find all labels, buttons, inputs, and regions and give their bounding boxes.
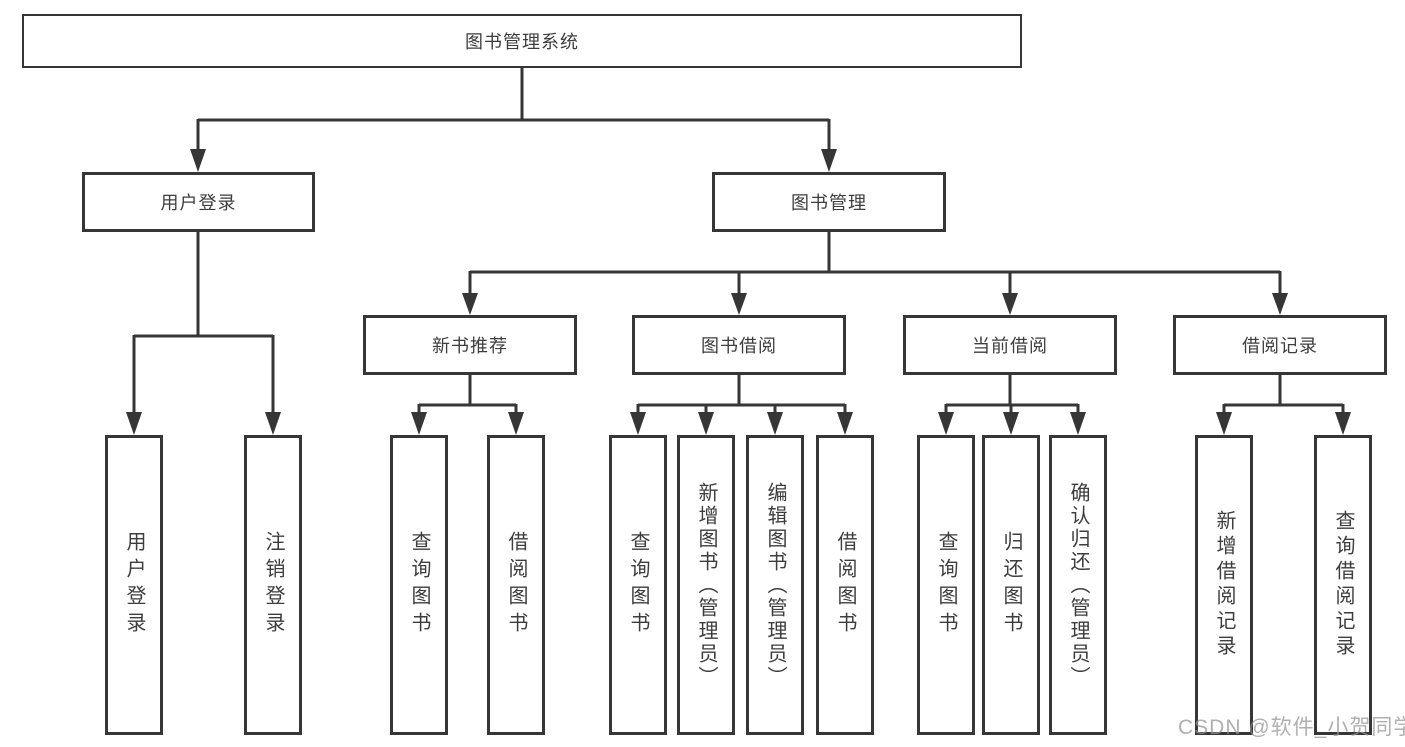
leaf-query-books-borrow: 查询图书 [609,435,667,735]
arrowhead-icons [126,149,1351,435]
leaf-user-login: 用户登录 [105,435,163,735]
node-book-borrowing: 图书借阅 [632,315,846,375]
node-label: 用户登录 [123,531,145,639]
node-label: 图书管理 [791,193,867,213]
node-label: 查询图书 [935,531,957,639]
node-label: 查询图书 [408,531,430,639]
node-label: 查询图书 [627,531,649,639]
node-book-management: 图书管理 [712,172,946,232]
leaf-add-borrow-record: 新增借阅记录 [1195,435,1253,735]
leaf-logout: 注销登录 [244,435,302,735]
csdn-watermark: CSDN @软件_小贺同学 [1178,716,1405,739]
leaf-query-books-recommend: 查询图书 [390,435,448,735]
node-label: 图书管理系统 [465,32,579,52]
node-user-login-group: 用户登录 [82,172,315,232]
node-label: 新增图书（管理员） [695,481,717,689]
leaf-query-borrow-record: 查询借阅记录 [1314,435,1372,735]
node-label: 借阅记录 [1242,336,1318,356]
node-current-borrowing: 当前借阅 [903,315,1117,375]
leaf-borrow-books: 借阅图书 [816,435,874,735]
leaf-return-books: 归还图书 [982,435,1040,735]
node-library-management-system: 图书管理系统 [22,14,1022,68]
node-label: 归还图书 [1000,531,1022,639]
node-label: 借阅图书 [505,531,527,639]
leaf-confirm-return-admin: 确认归还（管理员） [1049,435,1107,735]
node-borrowing-records: 借阅记录 [1173,315,1387,375]
node-label: 新书推荐 [432,336,508,356]
leaf-borrow-books-recommend: 借阅图书 [487,435,545,735]
node-label: 新增借阅记录 [1213,510,1235,660]
leaf-query-books-current: 查询图书 [917,435,975,735]
leaf-add-books-admin: 新增图书（管理员） [677,435,735,735]
node-label: 查询借阅记录 [1332,510,1354,660]
node-label: 确认归还（管理员） [1067,481,1089,689]
node-label: 图书借阅 [701,336,777,356]
node-label: 当前借阅 [972,336,1048,356]
node-new-book-recommendation: 新书推荐 [363,315,577,375]
node-label: 用户登录 [160,193,237,213]
node-label: 注销登录 [262,531,284,639]
node-label: 编辑图书（管理员） [764,481,786,689]
node-label: 借阅图书 [834,531,856,639]
leaf-edit-books-admin: 编辑图书（管理员） [746,435,804,735]
